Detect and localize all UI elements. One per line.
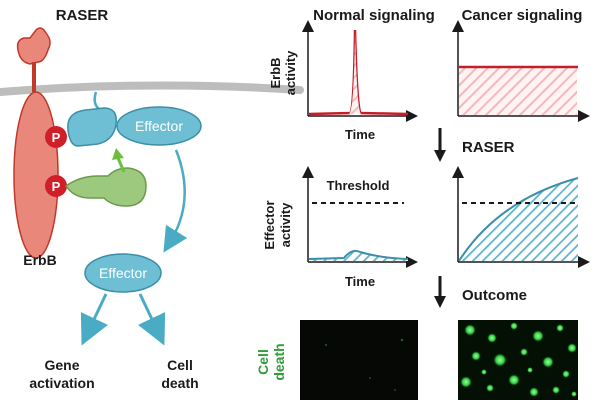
cell-membrane [0, 81, 304, 96]
step-arrow-outcome [434, 276, 446, 308]
cell-death-row-label-line2: death [271, 343, 287, 380]
cell-death-label-line1: Cell [167, 357, 193, 373]
plot-cancer-erbb [452, 20, 590, 122]
micrograph-cancer [458, 320, 578, 400]
erbb-extracellular-domain [16, 27, 51, 92]
gene-label-line2: activation [29, 375, 94, 391]
green-protease [64, 167, 147, 207]
column-normal-title: Normal signaling [313, 7, 435, 24]
time-label-1: Time [345, 127, 375, 142]
threshold-label: Threshold [327, 178, 390, 193]
effector-activity-label-line1: Effector [262, 200, 277, 249]
erbb-activity-label-line2: activity [283, 50, 298, 96]
arrow-to-gene-activation [80, 293, 108, 346]
svg-text:Effector: Effector [99, 265, 147, 281]
svg-text:P: P [52, 179, 61, 194]
plot-cancer-effector [452, 166, 590, 268]
phospho-site-2: P [45, 175, 67, 197]
arrow-to-cell-death [138, 293, 166, 346]
erbb-activity-label-line1: ErbB [268, 57, 283, 88]
teal-binding-domain [67, 91, 117, 147]
micrograph-normal [300, 320, 418, 400]
plot-normal-effector [302, 166, 418, 268]
release-arrow [163, 149, 188, 253]
step-outcome: Outcome [462, 287, 527, 304]
raser-title: RASER [56, 7, 109, 24]
cleavage-arrow [112, 148, 126, 173]
erbb-receptor [13, 91, 59, 259]
phospho-site-1: P [45, 126, 67, 148]
cell-death-row-label-line1: Cell [255, 349, 271, 375]
effector-activity-label-line2: activity [278, 202, 293, 248]
gene-label-line1: Gene [44, 357, 79, 373]
effector-bound: Effector [116, 106, 202, 146]
svg-text:Effector: Effector [135, 118, 183, 134]
erbb-label: ErbB [23, 252, 56, 268]
cell-death-label-line2: death [161, 375, 198, 391]
column-cancer-title: Cancer signaling [462, 7, 583, 24]
effector-released: Effector [84, 253, 162, 293]
time-label-2: Time [345, 274, 375, 289]
step-arrow-raser [434, 128, 446, 162]
svg-text:P: P [52, 130, 61, 145]
plot-normal-erbb [302, 20, 418, 122]
step-raser: RASER [462, 139, 515, 156]
